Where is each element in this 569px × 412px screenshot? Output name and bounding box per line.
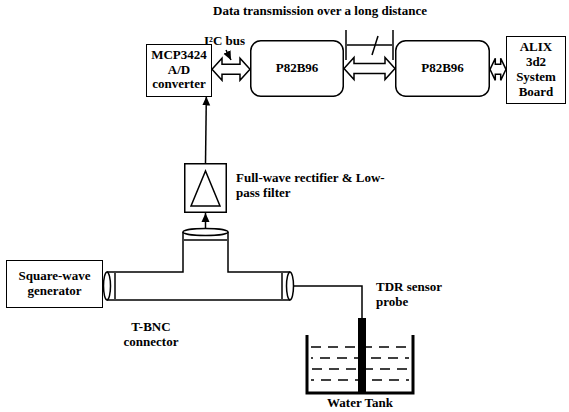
outline-stroke [307, 335, 413, 393]
rounded-outline [396, 41, 490, 97]
node-text: Square-wave generator [9, 269, 100, 299]
bus-arrow [344, 58, 395, 80]
outline-stroke [311, 368, 409, 370]
bus-arrow [490, 58, 506, 80]
bus-arrow [212, 58, 250, 80]
rounded-outline [251, 41, 344, 97]
bracket-line [345, 30, 347, 60]
tank-outline [305, 335, 415, 395]
tee-fill [107, 232, 290, 300]
amp-outline [184, 163, 227, 213]
converter-box: MCP3424 A/D converter [146, 44, 212, 97]
signal-line [205, 97, 207, 164]
node-text: T-BNC connector [111, 320, 191, 350]
node-text: P82B96 [276, 61, 319, 76]
tube-end [287, 272, 294, 300]
outline-stroke [107, 299, 290, 301]
block-outline [185, 164, 227, 213]
tee-connector: T-BNC connector [103, 228, 294, 300]
node-text: Full-wave rectifier & Low-pass filter [236, 171, 386, 201]
node-text: ALIX 3d2 System Board [509, 40, 563, 100]
outline-stroke [114, 273, 116, 299]
outline-stroke [228, 232, 290, 272]
board-box: ALIX 3d2 System Board [506, 36, 566, 104]
bracket-line [347, 44, 392, 46]
outline-stroke [107, 232, 183, 272]
outline-stroke [311, 346, 409, 348]
signal-line [205, 213, 207, 228]
node-text: MCP3424 A/D converter [149, 48, 209, 93]
tube-end [183, 229, 228, 236]
bus-label: I²C bus [204, 34, 254, 49]
outline-stroke [184, 239, 227, 241]
outline-stroke [311, 357, 409, 359]
buffer-box: P82B96 [250, 40, 344, 97]
leader-line [226, 50, 231, 60]
sensor-probe: TDR sensor probe [358, 318, 366, 392]
amplifier-block: Full-wave rectifier & Low-pass filter [184, 163, 227, 213]
tee-outline [103, 228, 294, 300]
node-text: TDR sensor probe [376, 280, 456, 310]
buffer-box: P82B96 [395, 40, 490, 97]
water-tank: Water TankTDR sensor probe [305, 335, 415, 395]
generator-box: Square-wave generator [6, 260, 103, 308]
amplifier-symbol [191, 171, 220, 206]
bracket-line [392, 30, 394, 60]
signal-line [294, 286, 362, 318]
outline-stroke [311, 379, 409, 381]
tube-end [104, 272, 111, 300]
outline-stroke [281, 273, 283, 299]
leader-line [372, 36, 378, 55]
title-note: Data transmission over a long distance [190, 4, 450, 19]
node-text: Water Tank [305, 396, 415, 411]
node-text: P82B96 [421, 61, 464, 76]
